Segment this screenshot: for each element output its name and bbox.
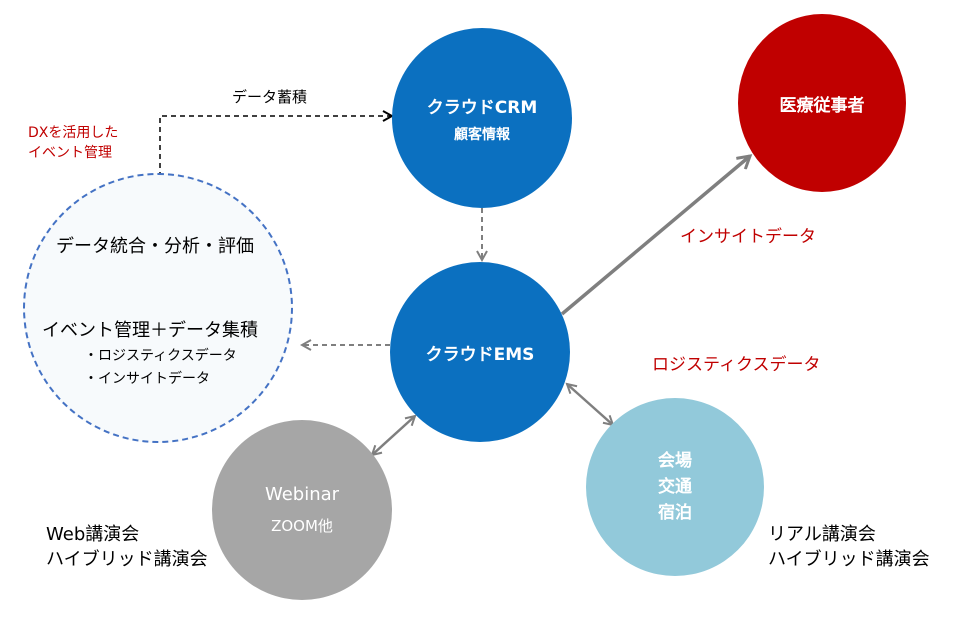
logistics-data-label: ロジスティクスデータ [652, 355, 821, 375]
real-seminar-line-1: リアル講演会 [768, 524, 876, 545]
ems-venue-arrow [567, 384, 613, 425]
crm-title: クラウドCRM [426, 97, 538, 118]
data-accumulation-label: データ蓄積 [232, 88, 308, 106]
ems-webinar-arrow [372, 416, 415, 455]
dx-note-line-2: イベント管理 [28, 145, 112, 161]
dx-bullet-logistics: ・ロジスティクスデータ [84, 348, 237, 364]
dx-main-label: イベント管理＋データ集積 [42, 320, 258, 341]
dx-note-line-1: DXを活用した [28, 125, 119, 141]
venue-line-2: 交通 [658, 477, 692, 497]
venue-line-1: 会場 [658, 451, 692, 471]
dx-event-management-circle [23, 173, 293, 443]
venue-line-3: 宿泊 [658, 503, 692, 523]
real-seminar-line-2: ハイブリッド講演会 [768, 549, 930, 570]
dx-bullet-insight: ・インサイトデータ [84, 371, 210, 387]
web-seminar-line-2: ハイブリッド講演会 [46, 549, 208, 570]
cloud-crm-node: クラウドCRM 顧客情報 [392, 28, 572, 208]
webinar-subtitle: ZOOM他 [271, 517, 333, 535]
insight-data-label: インサイトデータ [680, 227, 816, 247]
medical-title: 医療従事者 [779, 95, 865, 116]
venue-node: 会場 交通 宿泊 [586, 398, 764, 576]
ems-title: クラウドEMS [425, 344, 535, 365]
webinar-title: Webinar [264, 484, 340, 505]
medical-professionals-node: 医療従事者 [738, 14, 906, 192]
web-seminar-line-1: Web講演会 [46, 524, 140, 545]
cloud-ems-node: クラウドEMS [390, 262, 570, 442]
crm-subtitle: 顧客情報 [454, 126, 510, 143]
webinar-node: Webinar ZOOM他 [212, 420, 392, 600]
ems-to-medical-arrow [560, 156, 750, 316]
dx-top-label: データ統合・分析・評価 [56, 236, 254, 257]
